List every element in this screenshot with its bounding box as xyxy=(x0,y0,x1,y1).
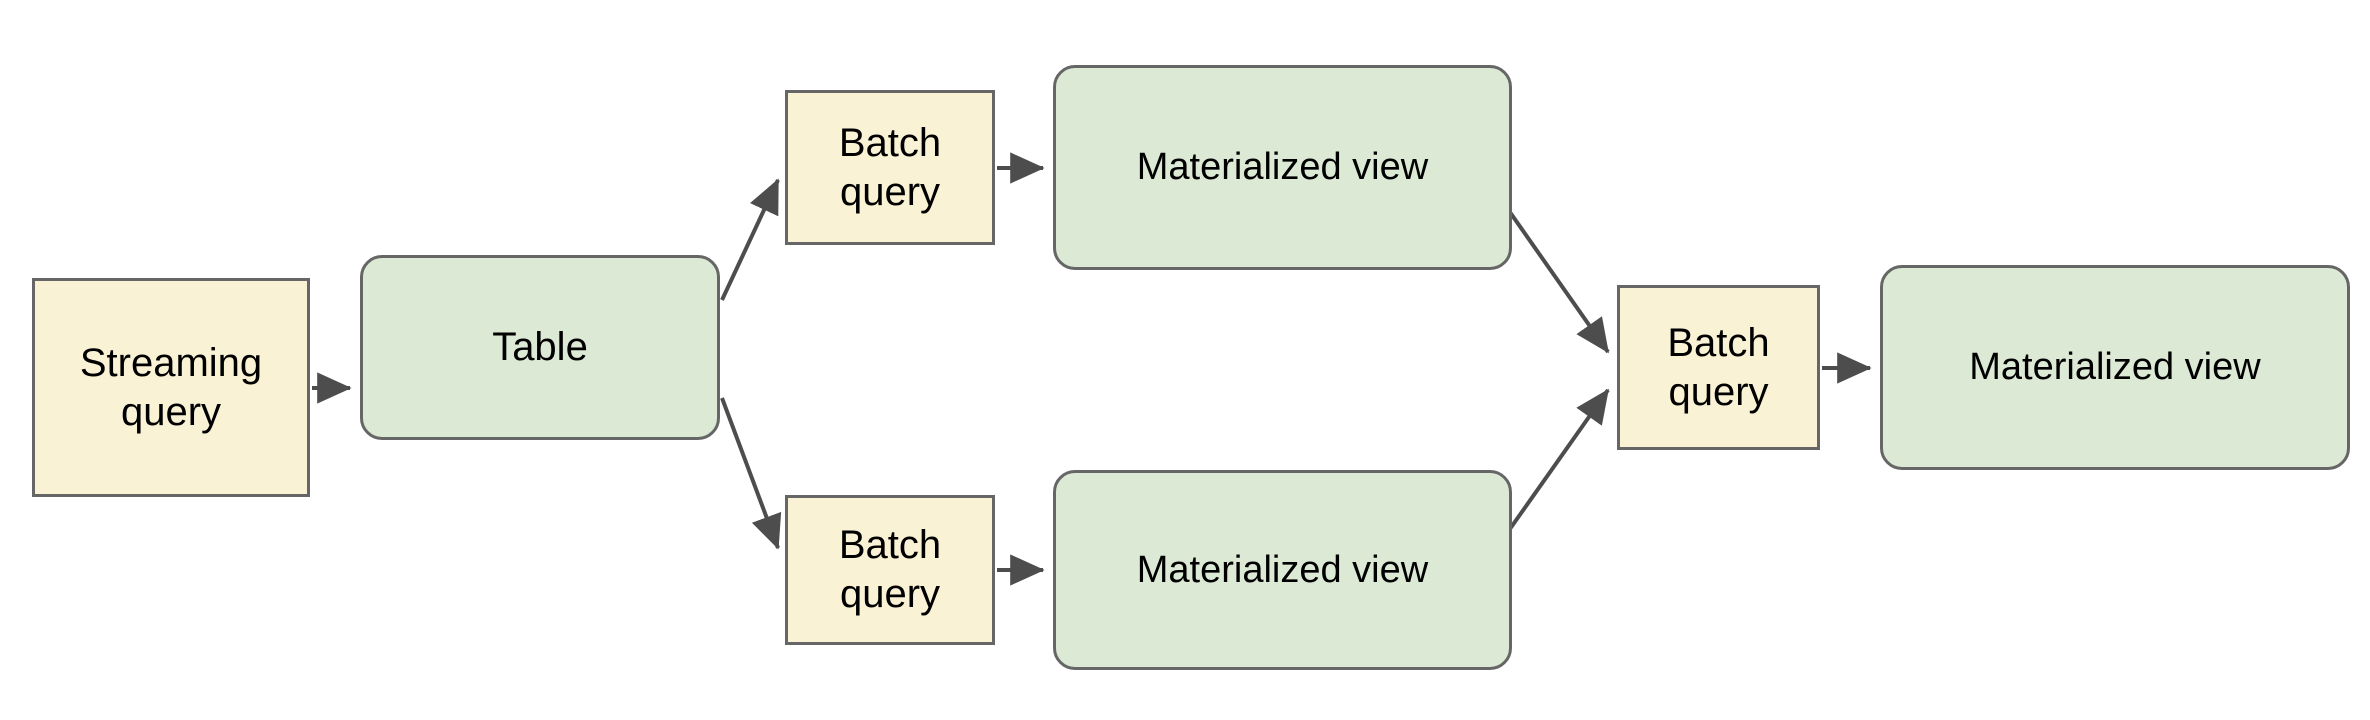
node-batch-query-right-label: Batch query xyxy=(1667,320,1770,414)
edge-materialized-view-top-to-batch-query-right xyxy=(1498,196,1610,354)
node-materialized-view-top[interactable]: Materialized view xyxy=(1053,65,1512,270)
node-materialized-view-bottom[interactable]: Materialized view xyxy=(1053,470,1512,670)
node-table-label: Table xyxy=(492,325,588,370)
node-materialized-view-bottom-label: Materialized view xyxy=(1136,548,1429,591)
node-batch-query-top[interactable]: Batch query xyxy=(785,90,995,245)
node-batch-query-bottom[interactable]: Batch query xyxy=(785,495,995,645)
edge-table-to-batch-query-top xyxy=(720,178,780,301)
edge-materialized-view-bottom-to-batch-query-right xyxy=(1498,388,1610,545)
edge-table-to-batch-query-bottom xyxy=(720,397,782,550)
node-batch-query-bottom-label: Batch query xyxy=(838,523,942,616)
node-materialized-view-top-label: Materialized view xyxy=(1136,146,1429,189)
node-streaming-query[interactable]: Streaming query xyxy=(32,278,310,497)
node-streaming-query-label: Streaming query xyxy=(79,340,263,434)
node-table[interactable]: Table xyxy=(360,255,720,440)
node-batch-query-top-label: Batch query xyxy=(838,120,942,214)
node-materialized-view-right-label: Materialized view xyxy=(1969,346,2261,389)
node-batch-query-right[interactable]: Batch query xyxy=(1617,285,1820,450)
node-materialized-view-right[interactable]: Materialized view xyxy=(1880,265,2350,470)
